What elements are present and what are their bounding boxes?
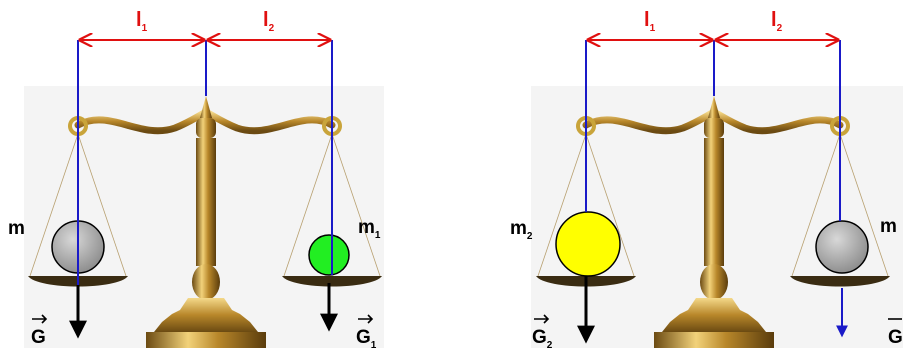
left-label-l1: l1	[136, 9, 148, 34]
left-pillar-cap	[196, 118, 216, 138]
right-pillar-shaft	[704, 138, 724, 266]
right-pillar-knob	[700, 264, 728, 300]
svg-text:G: G	[888, 327, 903, 348]
svg-text:G: G	[31, 327, 46, 348]
right-label-m2: m2	[510, 218, 533, 242]
left-pillar-shaft	[196, 138, 216, 266]
left-label-l2: l2	[263, 9, 275, 34]
right-label-l2: l2	[771, 9, 783, 34]
left-label-m: m	[8, 218, 25, 239]
left-scale: l1 l2 m m1 G G1	[8, 9, 384, 348]
left-pillar-knob	[192, 264, 220, 300]
right-pillar-cap	[704, 118, 724, 138]
right-scale-ball-m	[816, 221, 868, 273]
right-pillar-foot	[654, 332, 774, 348]
right-scale: l1 l2 m2 m G2 G	[510, 9, 903, 348]
left-pillar-foot	[146, 332, 266, 348]
right-label-m: m	[880, 216, 897, 237]
left-scale-ball-m1	[309, 235, 349, 275]
right-scale-ball-m2	[556, 212, 620, 276]
right-label-l1: l1	[644, 9, 656, 34]
